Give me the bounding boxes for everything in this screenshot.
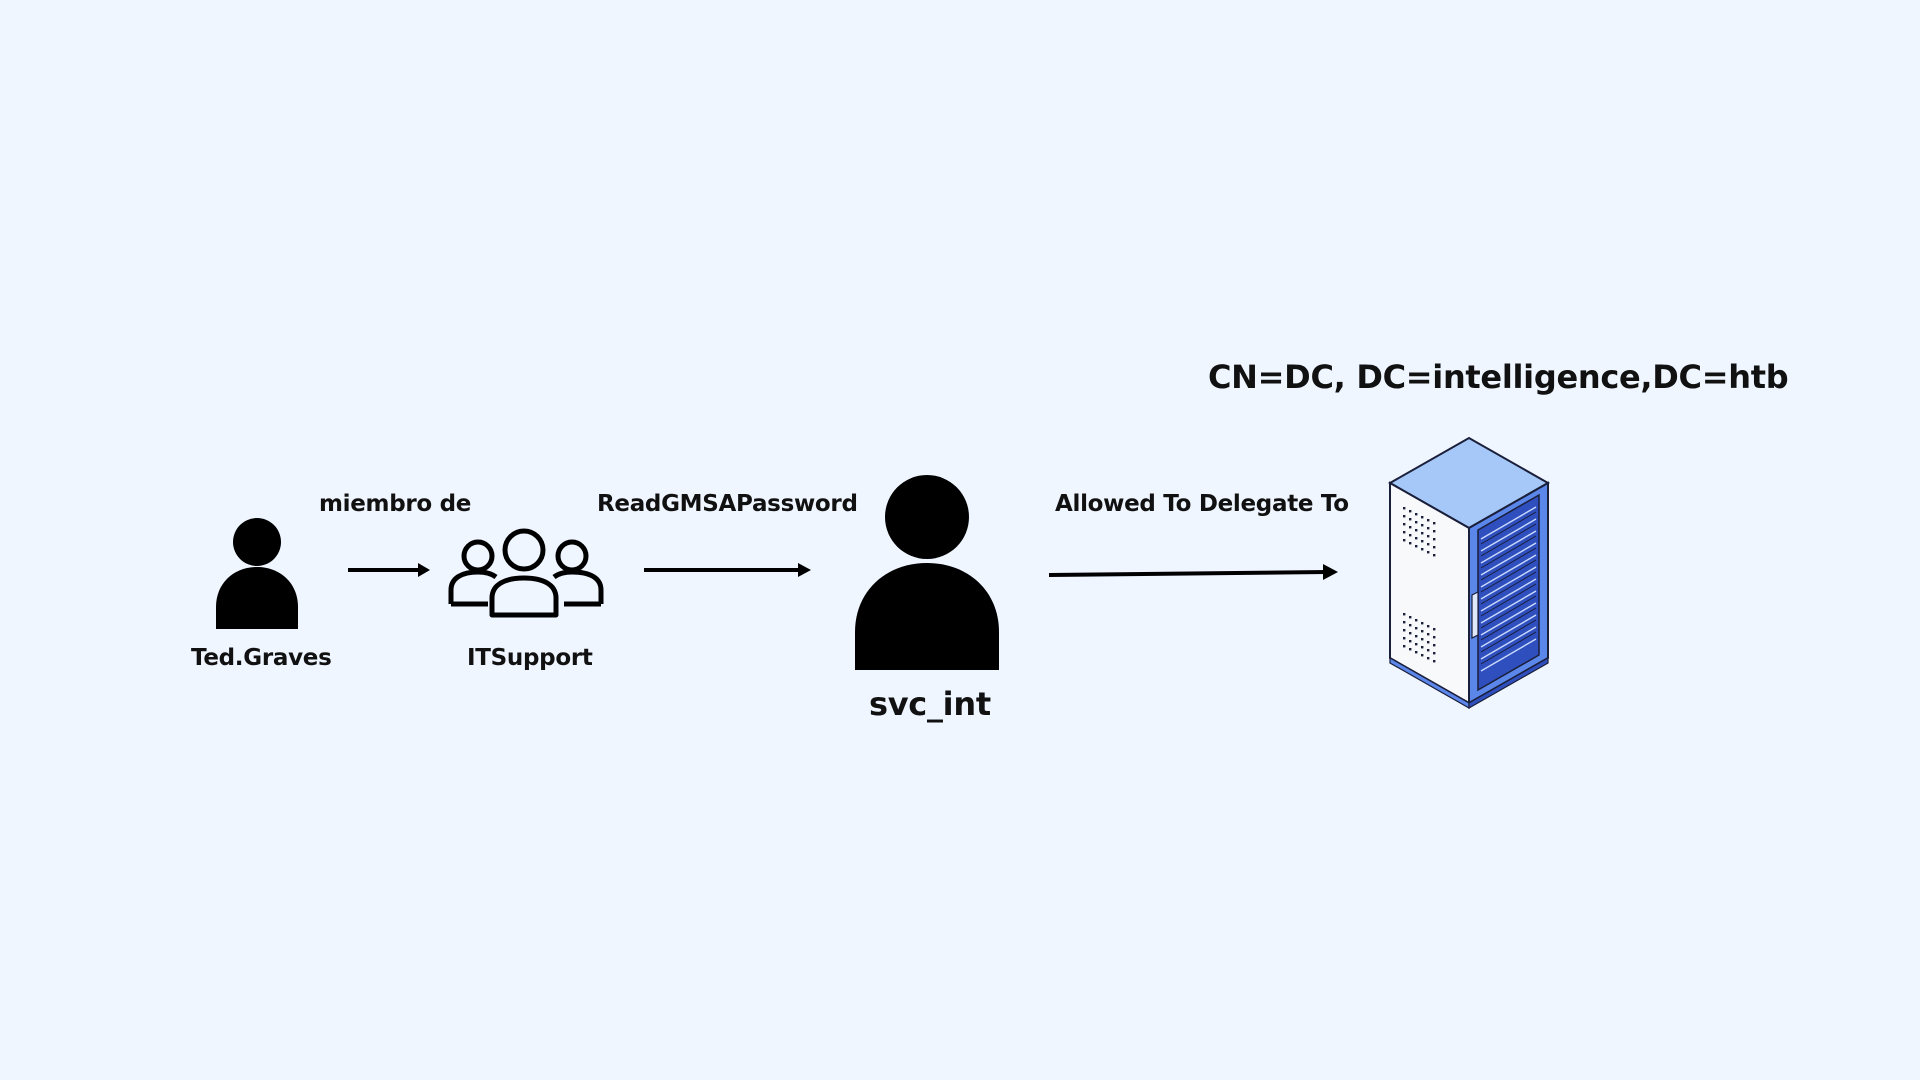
node-label-domain-controller: CN=DC, DC=intelligence,DC=htb: [1208, 358, 1789, 396]
edge-label-read-gmsa-password: ReadGMSAPassword: [597, 491, 858, 517]
node-label-svc-int: svc_int: [869, 685, 991, 723]
edge-label-member-of: miembro de: [319, 491, 472, 517]
edge-label-allowed-to-delegate-to: Allowed To Delegate To: [1055, 491, 1349, 517]
server-rack-icon: [1387, 436, 1551, 709]
arrow-read-gmsa-password: [644, 563, 811, 577]
group-icon: [448, 528, 604, 618]
arrow-member-of: [348, 563, 430, 577]
arrow-allowed-to-delegate-to: [1048, 564, 1338, 580]
node-label-itsupport: ITSupport: [467, 645, 593, 671]
user-icon: [855, 475, 999, 670]
user-icon: [216, 518, 298, 629]
node-label-ted-graves: Ted.Graves: [191, 645, 332, 671]
